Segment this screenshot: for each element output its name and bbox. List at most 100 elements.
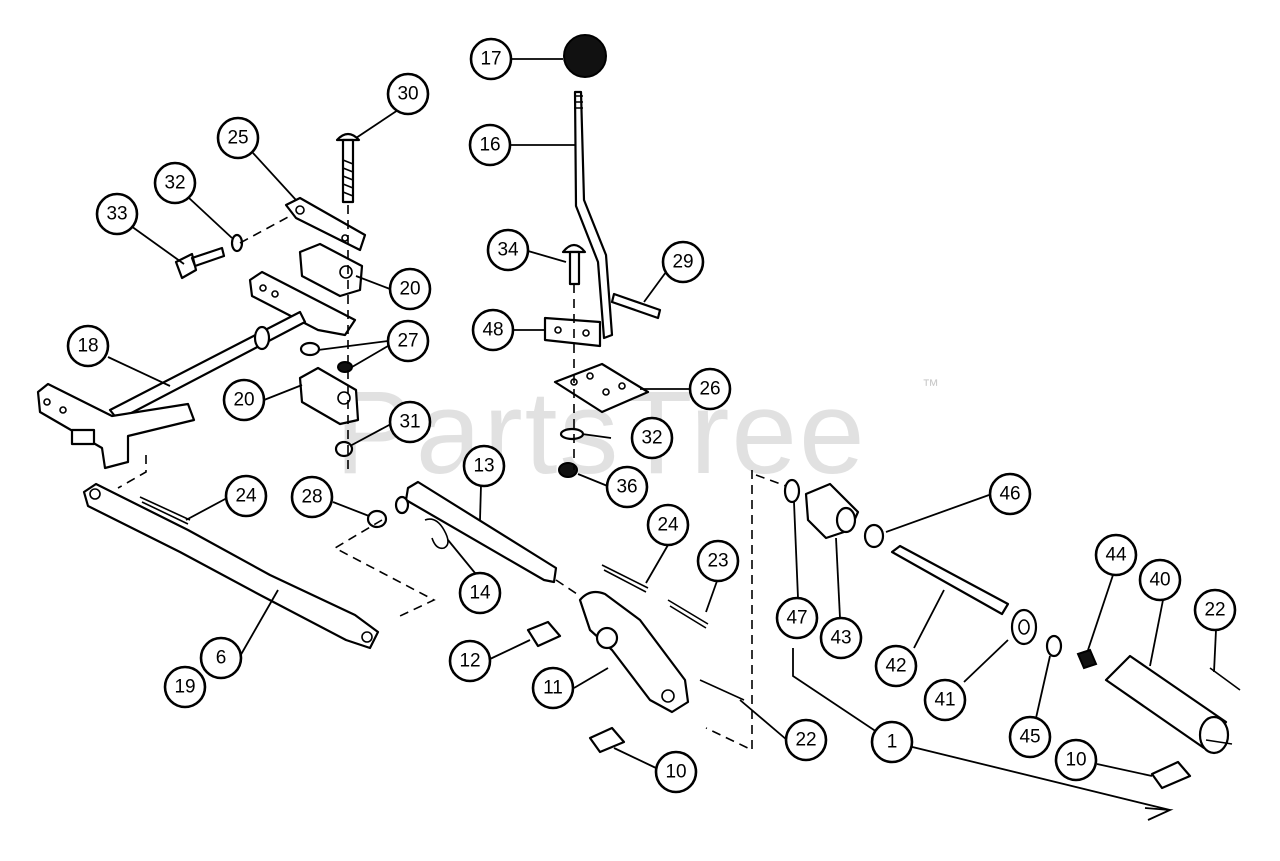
shaft-collar xyxy=(253,325,271,351)
bolt-shank xyxy=(341,138,355,204)
knob-part xyxy=(563,34,607,78)
callout-46: 46 xyxy=(988,472,1032,516)
callout-20-upper: 20 xyxy=(388,267,432,311)
clevis-pin-10b xyxy=(1150,760,1192,790)
svg-text:20: 20 xyxy=(233,390,254,411)
dashed-line-bolt-33 xyxy=(239,215,291,244)
callout-34: 34 xyxy=(486,228,530,272)
spring-clip-part xyxy=(424,518,449,550)
dashed-line-47 xyxy=(755,474,787,487)
cylinder-40-part xyxy=(1104,654,1228,750)
callout-28: 28 xyxy=(290,475,334,519)
callout-48: 48 xyxy=(471,308,515,352)
cotter-pin-22a xyxy=(699,679,745,701)
svg-text:30: 30 xyxy=(397,84,418,105)
dashed-line-bellcrank xyxy=(705,470,753,752)
svg-text:24: 24 xyxy=(657,515,679,536)
svg-text:24: 24 xyxy=(235,486,257,507)
ring-46 xyxy=(863,523,885,549)
shaft-arm-bracket xyxy=(36,382,196,470)
callout-1: 1 xyxy=(870,720,914,764)
callout-33: 33 xyxy=(95,192,139,236)
svg-text:42: 42 xyxy=(885,656,906,677)
shift-link-part xyxy=(82,482,380,650)
hex-bolt-part xyxy=(174,246,226,280)
svg-text:36: 36 xyxy=(616,477,637,498)
svg-text:12: 12 xyxy=(459,651,480,672)
leader-lines xyxy=(107,58,1217,777)
callout-27: 27 xyxy=(386,319,430,363)
roll-pin-part xyxy=(610,292,662,320)
pulley-41-part xyxy=(1010,608,1038,646)
svg-text:27: 27 xyxy=(397,331,418,352)
washer-part xyxy=(366,509,388,529)
cross-shaft-part xyxy=(108,310,307,422)
bellcrank-part xyxy=(578,590,690,714)
callout-23: 23 xyxy=(696,539,740,583)
callout-43: 43 xyxy=(819,616,863,660)
callout-20-lower: 20 xyxy=(222,378,266,422)
assembly-leader xyxy=(792,648,1171,811)
mounting-plate-part xyxy=(248,270,357,337)
dashed-box-link xyxy=(333,519,436,617)
callout-32-lower: 32 xyxy=(630,416,674,460)
callout-24-right: 24 xyxy=(646,503,690,547)
lock-washer-part xyxy=(230,233,244,253)
svg-text:10: 10 xyxy=(1065,750,1086,771)
callout-36: 36 xyxy=(605,465,649,509)
svg-text:16: 16 xyxy=(479,135,500,156)
callout-42: 42 xyxy=(874,644,918,688)
nut-36-part xyxy=(558,462,578,478)
svg-text:26: 26 xyxy=(699,379,720,400)
cotter-pin-part-2 xyxy=(601,564,649,593)
carriage-bolt-part xyxy=(335,132,361,142)
callout-12: 12 xyxy=(448,639,492,683)
callout-19: 19 xyxy=(163,665,207,709)
bolt-thread xyxy=(342,159,354,197)
snap-ring-47 xyxy=(783,478,801,504)
bolt-44-part xyxy=(1076,648,1098,670)
dashed-line-13 xyxy=(555,579,581,597)
upper-bracket-part xyxy=(284,196,367,252)
callout-11: 11 xyxy=(531,666,575,710)
callout-14: 14 xyxy=(458,571,502,615)
svg-text:33: 33 xyxy=(106,204,127,225)
svg-text:46: 46 xyxy=(999,484,1020,505)
svg-text:22: 22 xyxy=(1204,600,1225,621)
callout-22-right: 22 xyxy=(1193,588,1237,632)
svg-text:48: 48 xyxy=(482,320,503,341)
svg-text:44: 44 xyxy=(1105,545,1127,566)
callout-17: 17 xyxy=(469,37,513,81)
callout-41: 41 xyxy=(923,678,967,722)
callout-47: 47 xyxy=(775,596,819,640)
callout-32-upper: 32 xyxy=(153,161,197,205)
svg-text:20: 20 xyxy=(399,279,420,300)
callout-29: 29 xyxy=(661,240,705,284)
svg-text:11: 11 xyxy=(543,678,563,699)
svg-text:47: 47 xyxy=(786,608,807,629)
svg-text:31: 31 xyxy=(399,412,420,433)
svg-text:32: 32 xyxy=(164,173,185,194)
svg-text:25: 25 xyxy=(227,128,248,149)
trademark-symbol: ™ xyxy=(922,376,939,395)
svg-text:22: 22 xyxy=(795,730,816,751)
callout-10-left: 10 xyxy=(654,750,698,794)
bolt-34-part xyxy=(561,243,587,254)
svg-text:6: 6 xyxy=(216,648,227,669)
shaft-42-part xyxy=(890,544,1010,616)
callout-30: 30 xyxy=(386,72,430,116)
svg-text:43: 43 xyxy=(830,628,851,649)
lower-clamp-part xyxy=(298,366,360,426)
callout-31: 31 xyxy=(388,400,432,444)
cotter-pin-23 xyxy=(667,599,709,629)
callout-22-bottom: 22 xyxy=(784,718,828,762)
svg-text:1: 1 xyxy=(887,732,898,753)
svg-text:28: 28 xyxy=(301,487,322,508)
dashed-line-link xyxy=(117,455,147,489)
svg-text:13: 13 xyxy=(473,456,494,477)
callout-13: 13 xyxy=(462,444,506,488)
callout-10-right: 10 xyxy=(1054,738,1098,782)
upper-clamp-part xyxy=(298,242,364,298)
shift-lever-part xyxy=(573,90,614,340)
svg-text:32: 32 xyxy=(641,428,662,449)
